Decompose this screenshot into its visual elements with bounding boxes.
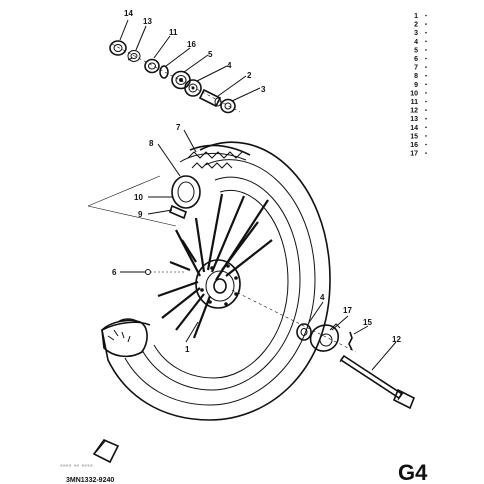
callout-15: 15: [363, 318, 372, 327]
legend-item: 17: [410, 151, 418, 158]
callout-9: 9: [138, 210, 143, 219]
legend-item: 14: [410, 125, 418, 132]
legend-dot: [425, 57, 427, 60]
spoke-nipple-6: [145, 269, 186, 275]
legend-item: 13: [410, 116, 418, 123]
callout-17: 17: [343, 306, 352, 315]
legend-dot: [425, 126, 427, 129]
part-code: 3MN1332-9240: [66, 477, 114, 484]
inner-tube-10: [171, 175, 201, 209]
legend-item: 11: [411, 99, 419, 106]
bearing-4-lower: [296, 323, 312, 341]
legend-dot: [425, 83, 427, 86]
bearing-4-upper: [184, 79, 202, 97]
legend-item: 2: [414, 22, 418, 29]
legend-item: 16: [410, 142, 418, 149]
legend-item: 1: [414, 13, 418, 20]
collar-3: [220, 98, 236, 114]
legend-dot: [425, 31, 427, 34]
tire-tread-top: [179, 144, 251, 169]
legend-dot: [425, 135, 427, 137]
legend-item: 15: [410, 133, 418, 140]
legend-dot: [425, 117, 427, 120]
page-label: G4: [398, 460, 428, 484]
callout-14: 14: [124, 9, 133, 18]
legend-item: 6: [414, 56, 418, 63]
legend-dot: [425, 143, 427, 146]
tire-section: [101, 318, 148, 358]
legend-dot: [425, 109, 427, 111]
callout-11: 11: [169, 28, 178, 37]
spacer-tube-2: [198, 88, 222, 108]
axle-12: [339, 354, 416, 410]
legend-item: 5: [414, 47, 418, 54]
cotter-pin-15: [348, 331, 353, 351]
callout-12: 12: [392, 335, 401, 344]
bearing-5: [171, 70, 191, 90]
bearing-11: [144, 58, 160, 74]
callout-5: 5: [208, 50, 213, 59]
callout-13: 13: [143, 17, 152, 26]
legend-item: 8: [414, 73, 418, 80]
legend-dot: [425, 92, 427, 94]
wheel-assembly: [101, 141, 331, 421]
callout-10: 10: [134, 193, 143, 202]
legend-dot: [425, 23, 427, 25]
spacer-16: [159, 65, 169, 79]
legend-item: 4: [414, 39, 418, 46]
legend-item: 12: [410, 108, 418, 115]
legend-dot: [425, 14, 427, 17]
callout-4-upper: 4: [227, 61, 232, 70]
callout-7: 7: [176, 123, 181, 132]
legend-dot: [425, 66, 427, 68]
faint-watermark-mark: ▪▪▪▪ ▪▪ ▪▪▪▪: [60, 461, 93, 470]
callout-6: 6: [112, 268, 117, 277]
oil-seal-14: [109, 40, 127, 56]
callout-16: 16: [187, 40, 196, 49]
legend-item: 9: [414, 82, 418, 89]
spokes: [157, 193, 273, 339]
callout-4-lower: 4: [320, 293, 325, 302]
legend-item: 7: [414, 65, 418, 72]
part-code-block: ▪▪▪▪ ▪▪ ▪▪▪▪: [60, 439, 120, 470]
legend-dot: [425, 152, 427, 154]
legend-dot: [425, 74, 427, 77]
callout-3: 3: [261, 85, 266, 94]
legend-item: 3: [414, 30, 418, 37]
callout-2: 2: [247, 71, 252, 80]
right-side-parts: [231, 289, 416, 410]
meter-gear-17: [309, 323, 341, 352]
legend-dot: [425, 40, 427, 43]
hub: [195, 259, 241, 309]
legend-dot: [425, 100, 427, 103]
circlip-13: [127, 50, 141, 62]
legend-item: 10: [410, 90, 418, 97]
legend-dot: [425, 49, 427, 51]
callout-8: 8: [149, 139, 154, 148]
axle-parts-group: [109, 19, 261, 114]
callout-1: 1: [185, 345, 190, 354]
